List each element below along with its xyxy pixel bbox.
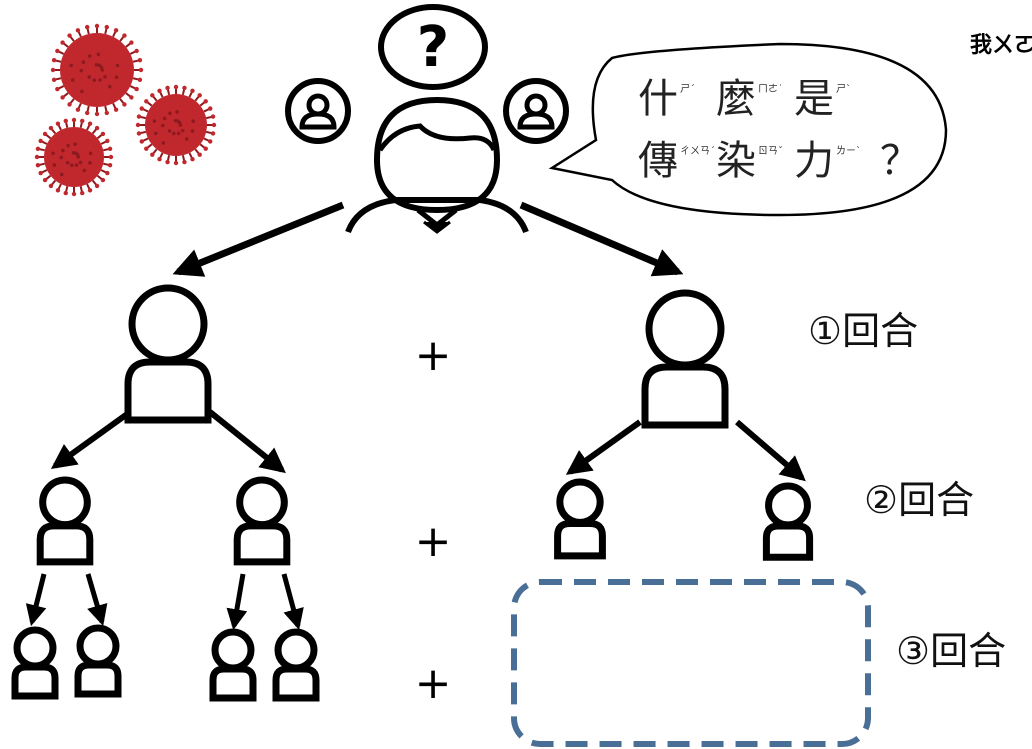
round-3-people — [11, 624, 320, 702]
arrow — [25, 573, 47, 627]
person-icon — [272, 628, 320, 702]
round-3-label: ③回合 — [896, 629, 1006, 673]
bubble-line-1: 什ㄕˊ 麼ㄇㄜ˙ 是ㄕˋ — [638, 76, 851, 122]
corner-text: 我ㄨㄛˇ — [970, 32, 1032, 58]
virus-icon-group — [34, 23, 217, 197]
zhuyin-annotation: ㄕˋ — [836, 83, 851, 95]
person-circle-icon-right — [503, 78, 569, 144]
arrow — [281, 573, 304, 631]
arrow — [172, 201, 345, 277]
virus-icon — [50, 23, 144, 117]
zhuyin-annotation: ㄖㄢˇ — [758, 145, 783, 157]
person-icon — [209, 628, 257, 702]
person-icon — [233, 476, 291, 566]
arrow — [85, 573, 108, 627]
svg-text:?: ? — [417, 15, 449, 80]
person-icon — [124, 284, 212, 424]
round-2-people — [36, 476, 814, 566]
plus-sign: + — [415, 658, 452, 709]
zhuyin-annotation: ㄔㄨㄢˊ — [680, 145, 715, 157]
arrow — [208, 409, 286, 474]
round-2-label: ②回合 — [864, 478, 974, 522]
zhuyin-annotation: ㄇㄜ˙ — [758, 83, 783, 95]
arrow — [519, 201, 684, 277]
person-icon — [36, 476, 94, 566]
person-icon — [11, 626, 59, 700]
person-icon — [554, 478, 606, 560]
arrow — [50, 409, 132, 469]
bubble-char: 是 — [794, 76, 834, 122]
zhuyin-annotation: ㄌㄧˋ — [836, 145, 861, 157]
bubble-char: 什 — [638, 76, 678, 122]
bubble-char: 傳 — [638, 138, 678, 184]
bubble-question-mark: ？ — [880, 138, 920, 184]
round-1-people — [124, 284, 729, 429]
person-icon — [74, 624, 122, 698]
virus-icon — [34, 117, 114, 197]
arrow — [226, 573, 248, 631]
virus-icon — [135, 84, 217, 166]
zhuyin-annotation: ㄕˊ — [680, 83, 695, 95]
thinking-person-icon — [345, 96, 529, 234]
person-circle-icon-left — [285, 78, 351, 144]
empty-round-3-box — [511, 579, 871, 747]
arrow — [565, 419, 642, 475]
person-icon — [762, 482, 814, 561]
bubble-char: 力 — [794, 138, 834, 184]
bubble-char: 染 — [716, 138, 756, 184]
plus-sign: + — [415, 516, 452, 567]
bubble-char: 麼 — [716, 76, 756, 122]
plus-sign: + — [415, 330, 452, 381]
person-icon — [641, 289, 729, 429]
arrow — [735, 419, 806, 482]
round-1-label: ①回合 — [808, 309, 918, 353]
question-bubble-icon: ? — [378, 4, 488, 90]
